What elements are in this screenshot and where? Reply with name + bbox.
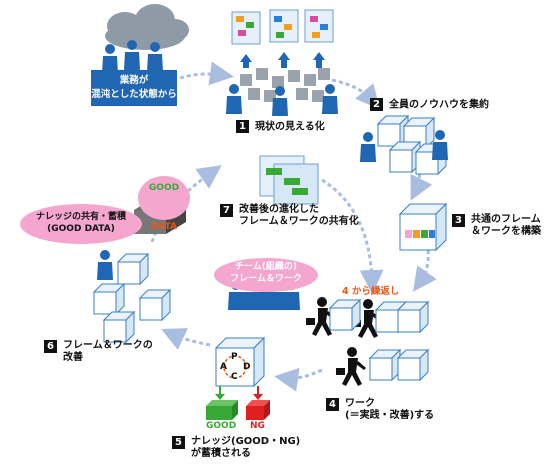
step-6-line1: フレーム＆ワークの [63, 340, 153, 351]
good-data-good-label: GOOD [148, 183, 180, 193]
improvement-cubes-icon [93, 250, 171, 343]
step-7-line2: フレーム＆ワークの共有化 [239, 216, 359, 227]
step-3-line2: ＆ワークを構築 [471, 226, 541, 237]
problem-box: 業務が 混沌とした状態から [91, 70, 177, 106]
working-team-icon [306, 297, 429, 386]
knowledge-bubble-line2: (GOOD DATA) [47, 224, 115, 234]
step-4-line2: (＝実践・改善)する [345, 410, 435, 421]
step-7-line1: 改善後の進化した [239, 204, 319, 215]
team-bubble [214, 258, 318, 292]
step-5-number: 5 [172, 436, 185, 449]
step-2-number: 2 [370, 98, 383, 111]
step-3-label: 3 共通のフレーム＆ワークを構築 [452, 214, 541, 238]
good-label: GOOD [206, 421, 237, 431]
problem-line1: 業務が [119, 75, 149, 86]
step-3-line1: 共通のフレーム [471, 214, 541, 225]
step-3-number: 3 [452, 214, 465, 227]
step-7-label: 7 改善後の進化したフレーム＆ワークの共有化 [220, 204, 359, 228]
step-4-number: 4 [326, 398, 339, 411]
step-6-line2: 改善 [63, 352, 83, 363]
framework-cube-icon [398, 202, 448, 252]
team-bubble-line1: チーム(組織の) [235, 262, 297, 272]
step-1-label: 1 現状の見える化 [236, 120, 325, 134]
pdca-cube-icon [214, 336, 266, 388]
step-6-number: 6 [44, 340, 57, 353]
pdca-d: D [243, 362, 251, 372]
repeat-label: 4 から繰返し [342, 286, 400, 297]
storm-cloud-icon [105, 4, 189, 50]
knowledge-bubble-line1: ナレッジの共有・蓄積 [35, 212, 126, 222]
step-2-text: 全員のノウハウを集約 [389, 99, 489, 111]
problem-line2: 混沌とした状態から [91, 89, 177, 100]
good-data-data-label: DATA [150, 222, 178, 232]
team-bubble-line2: フレーム＆ワーク [230, 274, 302, 284]
confused-people-icon [102, 40, 163, 74]
step-1-text: 現状の見える化 [255, 121, 325, 133]
ng-label: NG [250, 421, 265, 431]
step-4-label: 4 ワーク(＝実践・改善)する [326, 398, 434, 422]
pdca-c: C [231, 372, 238, 382]
good-block-icon [206, 386, 238, 420]
step-1-number: 1 [236, 120, 249, 133]
step-5-label: 5 ナレッジ(GOOD・NG)が蓄積される [172, 436, 300, 460]
step-2-label: 2 全員のノウハウを集約 [370, 98, 489, 112]
step-7-number: 7 [220, 204, 233, 217]
step-5-line2: が蓄積される [191, 448, 251, 459]
pdca-a: A [220, 362, 227, 372]
pdca-p: P [231, 352, 238, 362]
knowledge-bubble [20, 204, 142, 244]
shared-framework-icon [259, 155, 319, 205]
good-data-bubble [138, 176, 190, 220]
step-5-line1: ナレッジ(GOOD・NG) [191, 436, 301, 447]
knowledge-cubes-icon [360, 115, 448, 175]
step-4-line1: ワーク [345, 398, 375, 409]
step-6-label: 6 フレーム＆ワークの改善 [44, 340, 153, 364]
ng-block-icon [246, 386, 270, 420]
scattered-blocks-icon [226, 9, 338, 116]
